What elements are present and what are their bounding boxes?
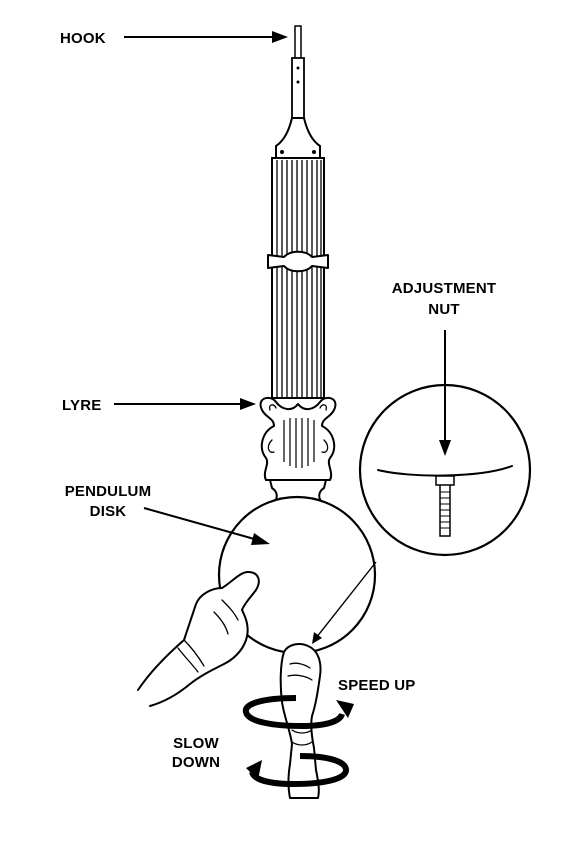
pendulum-disk-label-line1: PENDULUM	[65, 483, 152, 500]
top-bracket	[275, 117, 321, 159]
rod-bundle	[271, 157, 325, 399]
hook-rod	[291, 25, 305, 121]
pendulum-disk-label-line2: DISK	[90, 503, 127, 520]
lyre-ornament	[259, 396, 337, 503]
rotation-arrows	[243, 695, 354, 788]
adjustment-nut-label-line2: NUT	[428, 301, 459, 318]
right-hand	[279, 643, 322, 799]
hook-label: HOOK	[60, 30, 106, 47]
slow-down-label-line2: DOWN	[172, 754, 220, 771]
pointer-arrows	[114, 31, 451, 545]
adjustment-nut-label-line1: ADJUSTMENT	[392, 280, 497, 297]
lyre-label: LYRE	[62, 397, 101, 414]
speed-up-label: SPEED UP	[338, 677, 415, 694]
slow-down-label-line1: SLOW	[173, 735, 219, 752]
middle-clamp	[267, 250, 329, 273]
left-hand	[137, 571, 260, 707]
